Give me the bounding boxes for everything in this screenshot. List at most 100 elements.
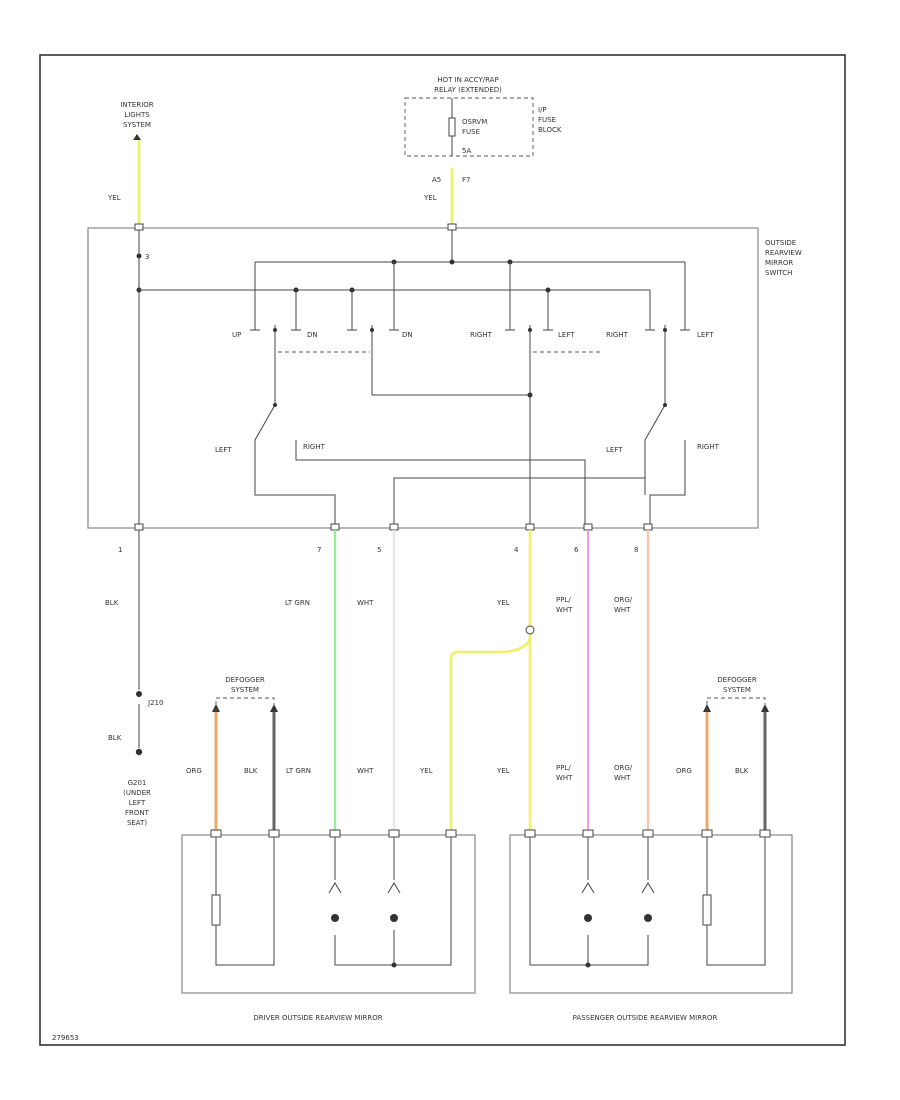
mirror-switch-outline [87, 227, 759, 529]
ground-label-2: (UNDER [123, 789, 151, 797]
driver-motor-contacts-icon [328, 882, 401, 894]
switch-blades [274, 325, 666, 530]
fuse-block-outline [404, 97, 534, 157]
defogger-left-bracket [215, 697, 275, 712]
mirror-terminal [445, 829, 457, 838]
switch-top-terminal-left [134, 223, 144, 231]
splice-wire-label: BLK [108, 734, 122, 742]
heater-circuit [706, 837, 766, 966]
interior-lights-label-3: SYSTEM [123, 121, 151, 129]
pass-wire-ppl-wht-2: WHT [556, 774, 573, 782]
driver-heater-element-icon [211, 894, 221, 926]
fuse-name-1: OSRVM [462, 118, 487, 126]
pass-wire-org-wht-1: ORG/ [614, 764, 633, 772]
fuse-terminal-b: F7 [462, 176, 470, 184]
mirror-terminal [210, 829, 222, 838]
mirror-terminal [388, 829, 400, 838]
junction-dot [136, 253, 142, 259]
pass-wire-org-wht: ORG/ WHT [614, 764, 633, 782]
connector-dot [136, 691, 142, 697]
junction-dot [527, 392, 533, 398]
driver-motor-1-icon [331, 914, 339, 922]
wire-label-org-wht-1: ORG/ [614, 596, 633, 604]
mirror-terminal [701, 829, 713, 838]
junction-dot [370, 328, 374, 332]
defogger-right: DEFOGGER SYSTEM [703, 676, 769, 832]
contact-right-1: RIGHT [470, 331, 493, 339]
pass-wire-org-wht-2: WHT [614, 774, 631, 782]
ground-label-5: SEAT) [127, 819, 147, 827]
selector-left-2: LEFT [606, 446, 623, 454]
pass-motor-1-icon [584, 914, 592, 922]
ground-label-1: G201 [128, 779, 147, 787]
splice-connector: J210 [147, 699, 163, 707]
wire-label-ppl-wht: PPL/ WHT [556, 596, 573, 614]
ip-fuse-block-2: FUSE [538, 116, 556, 124]
fuse-terminal-a: A5 [432, 176, 441, 184]
wire-label-yel: YEL [496, 599, 510, 607]
interior-lights-source: INTERIOR LIGHTS SYSTEM [120, 101, 154, 140]
defogger-right-bracket [706, 697, 766, 712]
heater-circuit [215, 837, 275, 966]
defogger-right-1: DEFOGGER [717, 676, 757, 684]
contact-dn-1: DN [307, 331, 318, 339]
selector-left-1: LEFT [215, 446, 232, 454]
driver-mirror-outline [181, 834, 476, 994]
switch-title-2: REARVIEW [765, 249, 802, 257]
junction-dot [585, 962, 591, 968]
switch-title-4: SWITCH [765, 269, 792, 277]
defogger-left-arrow-2-icon [270, 704, 278, 712]
junction-dot [449, 259, 455, 265]
junction-dot [528, 328, 532, 332]
driver-motor-2-icon [390, 914, 398, 922]
pin-6: 6 [574, 546, 579, 554]
pin-7: 7 [317, 546, 321, 554]
contact-left-1: LEFT [558, 331, 575, 339]
defogger-right-2: SYSTEM [723, 686, 751, 694]
fuse-block: HOT IN ACCY/RAP RELAY (EXTENDED) OSRVM F… [404, 76, 562, 184]
pass-heater-element-icon [702, 894, 712, 926]
ground-connection: J210 BLK G201 (UNDER LEFT FRONT SEAT) [108, 691, 163, 827]
driver-wire-org: ORG [186, 767, 202, 775]
driver-mirror-terminals [210, 829, 457, 838]
junction-dot [663, 403, 667, 407]
mirror-terminal [268, 829, 280, 838]
defogger-left-1: DEFOGGER [225, 676, 265, 684]
driver-wire-lt-grn: LT GRN [286, 767, 311, 775]
junction-dot [293, 287, 299, 293]
contact-up: UP [232, 331, 241, 339]
pass-wire-yel: YEL [496, 767, 510, 775]
switch-bottom-terminal [583, 523, 593, 531]
switch-pin-3: 3 [145, 253, 149, 261]
switch-title-1: OUTSIDE [765, 239, 796, 247]
defogger-left-2: SYSTEM [231, 686, 259, 694]
contact-left-2: LEFT [697, 331, 714, 339]
interior-lights-arrow-icon [133, 134, 141, 140]
passenger-mirror [509, 829, 793, 994]
switch-bottom-terminal [643, 523, 653, 531]
junction-dot [663, 328, 667, 332]
switch-bottom-terminal [389, 523, 399, 531]
switch-bottom-terminal [330, 523, 340, 531]
mirror-switch: OUTSIDE REARVIEW MIRROR SWITCH 3 [87, 223, 802, 531]
wire-label-org-wht-2: WHT [614, 606, 631, 614]
selector-switch-right: LEFT RIGHT [393, 370, 720, 528]
wire-label-yel-right: YEL [423, 194, 437, 202]
selector-right-1: RIGHT [303, 443, 326, 451]
wire-label-lt-grn: LT GRN [285, 599, 310, 607]
pass-motor-2-icon [644, 914, 652, 922]
selector-switch-left: LEFT RIGHT [215, 370, 586, 528]
driver-wire-wht: WHT [357, 767, 374, 775]
junction-dot [273, 403, 277, 407]
defogger-right-arrow-2-icon [761, 704, 769, 712]
switch-top-terminal-right [447, 223, 457, 231]
interior-lights-label-1: INTERIOR [120, 101, 153, 109]
switch-contacts: UP DN DN RIGHT LEFT RIGHT LEFT [232, 325, 714, 530]
motor-circuit [334, 837, 452, 966]
wire-label-yel-left: YEL [107, 194, 121, 202]
wire-label-ppl-wht-1: PPL/ [556, 596, 571, 604]
mirror-terminal [759, 829, 771, 838]
driver-wire-blk: BLK [244, 767, 258, 775]
hot-in-accy-label-1: HOT IN ACCY/RAP [437, 76, 498, 84]
mirror-terminal [642, 829, 654, 838]
